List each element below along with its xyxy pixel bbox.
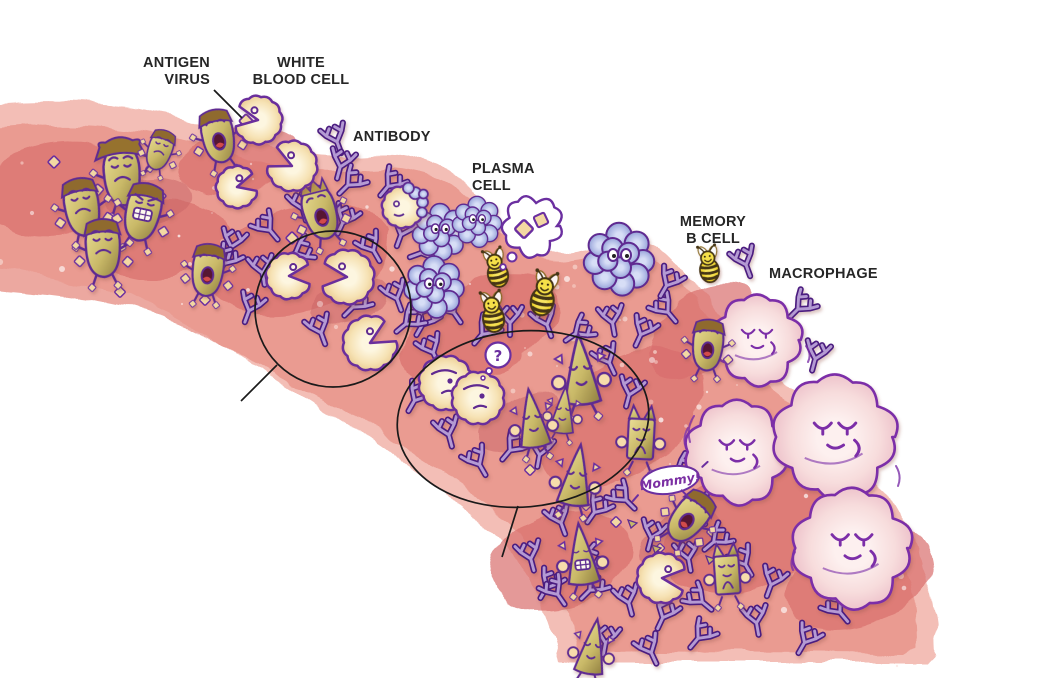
disguised-antigen-character: [555, 520, 610, 602]
memory-b-cell-bee-character: [696, 243, 720, 284]
antigen-fragments: [46, 113, 719, 566]
antigen-face: [678, 499, 707, 531]
label-plasma-cell: PLASMA CELL: [472, 161, 535, 194]
antigen-virus-pointer-line: [213, 89, 243, 119]
macrophage-face: [812, 421, 861, 458]
macrophage-character: [711, 293, 804, 388]
speech-bubble-mommy: Mommy!: [631, 460, 709, 503]
b-cell-bee-character: [480, 245, 510, 288]
thought-bubble: [499, 195, 563, 271]
white-blood-cell-character: [321, 248, 376, 306]
characters: [49, 94, 914, 678]
antigen-face: [90, 229, 115, 255]
disguised-antigen-character: [548, 441, 602, 524]
callout-circle-2: [396, 329, 650, 509]
antigen-face: [132, 192, 159, 223]
plasma-cell-character: [451, 195, 503, 249]
white-blood-cells: [214, 94, 686, 605]
disguised-antigen-character: [703, 540, 752, 613]
antigen-gang: [49, 108, 737, 560]
antigen-face: [67, 187, 92, 215]
disguised-antigens: [508, 330, 752, 678]
macrophages: [683, 293, 914, 611]
macrophage-face: [718, 439, 759, 470]
antigen-face: [107, 155, 134, 183]
macrophage-face: [740, 328, 776, 355]
white-blood-cell-character: [234, 94, 284, 146]
macrophage-face: [830, 533, 877, 568]
antibody-icon: [729, 246, 761, 281]
b-cell-bee-character: [478, 288, 506, 333]
macrophage-character: [684, 398, 791, 507]
callout-circle-1: [254, 230, 412, 388]
antigen-character: [288, 175, 354, 257]
macrophage-character: [791, 486, 914, 611]
label-memory-b-cell: MEMORY B CELL: [679, 214, 747, 247]
antigen-face: [699, 329, 719, 360]
white-blood-cell-character: [264, 251, 311, 301]
plasma-cell-character: [582, 221, 656, 297]
white-blood-cell-character: [635, 551, 686, 605]
antigen-face: [153, 136, 172, 156]
transforming-cell-character: [380, 181, 429, 230]
plasma-cell-character: [403, 255, 465, 319]
label-antibody: ANTIBODY: [353, 129, 431, 145]
white-blood-cell-character: [450, 370, 506, 426]
disguised-antigen-character: [550, 330, 613, 424]
antigen-character: [135, 129, 183, 183]
white-blood-cell-character: [214, 164, 259, 210]
plasma-cells: [380, 181, 656, 319]
antigen-character: [187, 108, 250, 179]
label-antigen-virus: ANTIGEN VIRUS: [143, 55, 210, 88]
label-macrophage: MACROPHAGE: [769, 266, 878, 282]
speech-and-thought-bubbles: ? Mommy!: [480, 195, 709, 503]
antigen-character: [70, 218, 135, 293]
antigen-face: [305, 194, 330, 227]
disguised-antigen-character: [508, 386, 560, 465]
question-mark-text: ?: [494, 347, 503, 365]
antigen-character: [680, 318, 737, 384]
b-cell-bees: [478, 243, 720, 333]
label-white-blood-cell: WHITE BLOOD CELL: [252, 55, 350, 88]
antigen-face: [199, 253, 220, 285]
question-bubble: ?: [480, 341, 512, 381]
antigen-character: [109, 182, 176, 258]
antigen-face: [205, 118, 227, 151]
callouts: [213, 89, 650, 558]
antigen-character: [651, 488, 719, 560]
white-blood-cell-character: [265, 139, 319, 193]
b-cell-bee-character: [529, 268, 560, 317]
disguised-antigen-character: [567, 616, 616, 678]
antigen-character: [179, 243, 238, 310]
antibody-icon: [801, 340, 831, 373]
